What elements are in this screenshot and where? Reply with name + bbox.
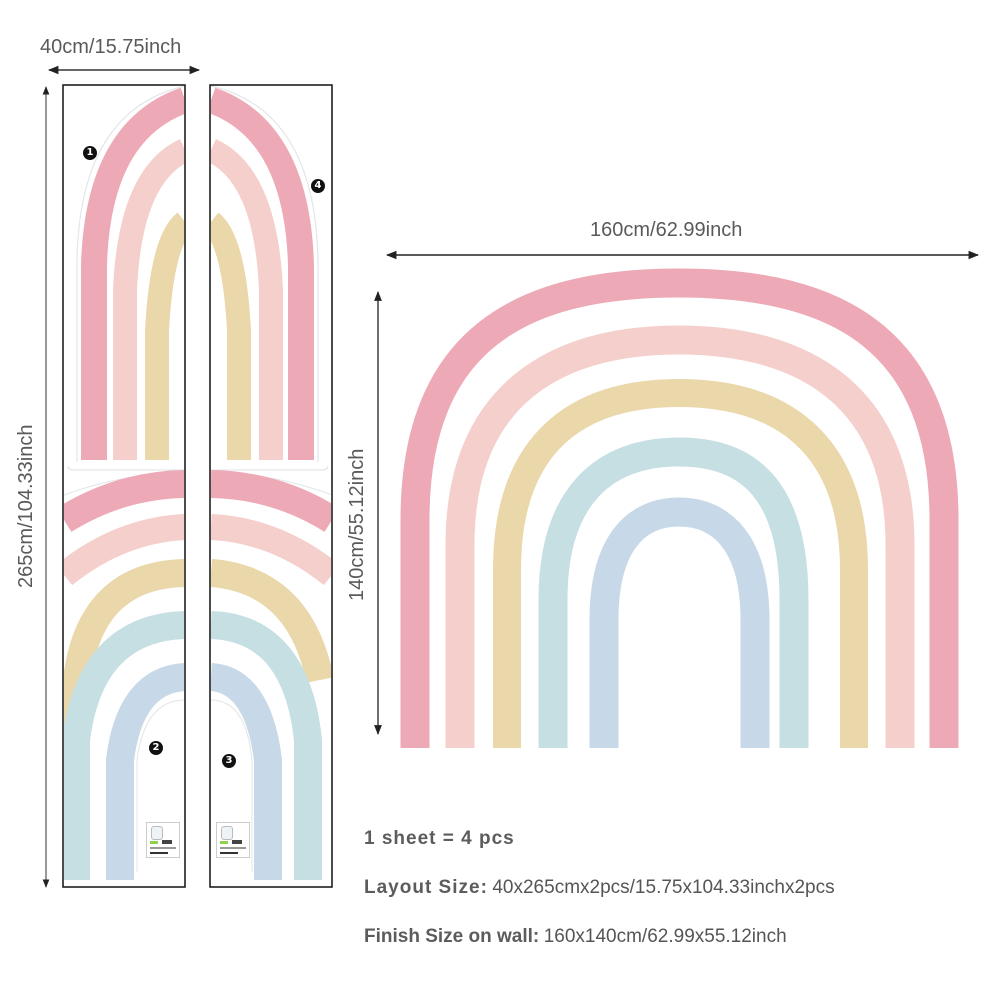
brand-logo-icon [150, 841, 158, 844]
spec-finish-label: Finish Size on wall: [364, 926, 540, 947]
spec-sheet-text: 1 sheet = 4 pcs [364, 828, 515, 849]
piece-number-3: 3 [222, 754, 236, 768]
piece-number-4: 4 [311, 179, 325, 193]
piece-number-2: 2 [149, 741, 163, 755]
brand-logo-icon [220, 841, 228, 844]
spec-finish-value: 160x140cm/62.99x55.12inch [543, 926, 787, 947]
layout-panel-left [62, 84, 186, 888]
spec-layout-size: Layout Size: 40x265cmx2pcs/15.75x104.33i… [364, 877, 835, 899]
product-tag-right [216, 822, 250, 858]
layout-panel-right [209, 84, 333, 888]
product-thumbnail-icon [221, 826, 233, 840]
spec-layout-label: Layout Size: [364, 877, 488, 898]
product-thumbnail-icon [151, 826, 163, 840]
spec-sheet-count: 1 sheet = 4 pcs [364, 828, 515, 850]
finished-width-label: 160cm/62.99inch [590, 219, 743, 241]
layout-panel-right-art [211, 86, 331, 886]
spec-layout-value: 40x265cmx2pcs/15.75x104.33inchx2pcs [492, 877, 835, 898]
layout-panel-left-art [64, 86, 184, 886]
layout-width-label: 40cm/15.75inch [40, 36, 182, 58]
spec-finish-size: Finish Size on wall: 160x140cm/62.99x55.… [364, 926, 787, 948]
finished-rainbow [400, 268, 959, 748]
barcode-icon [232, 840, 242, 844]
piece-number-1: 1 [83, 146, 97, 160]
barcode-icon [162, 840, 172, 844]
product-tag-left [146, 822, 180, 858]
